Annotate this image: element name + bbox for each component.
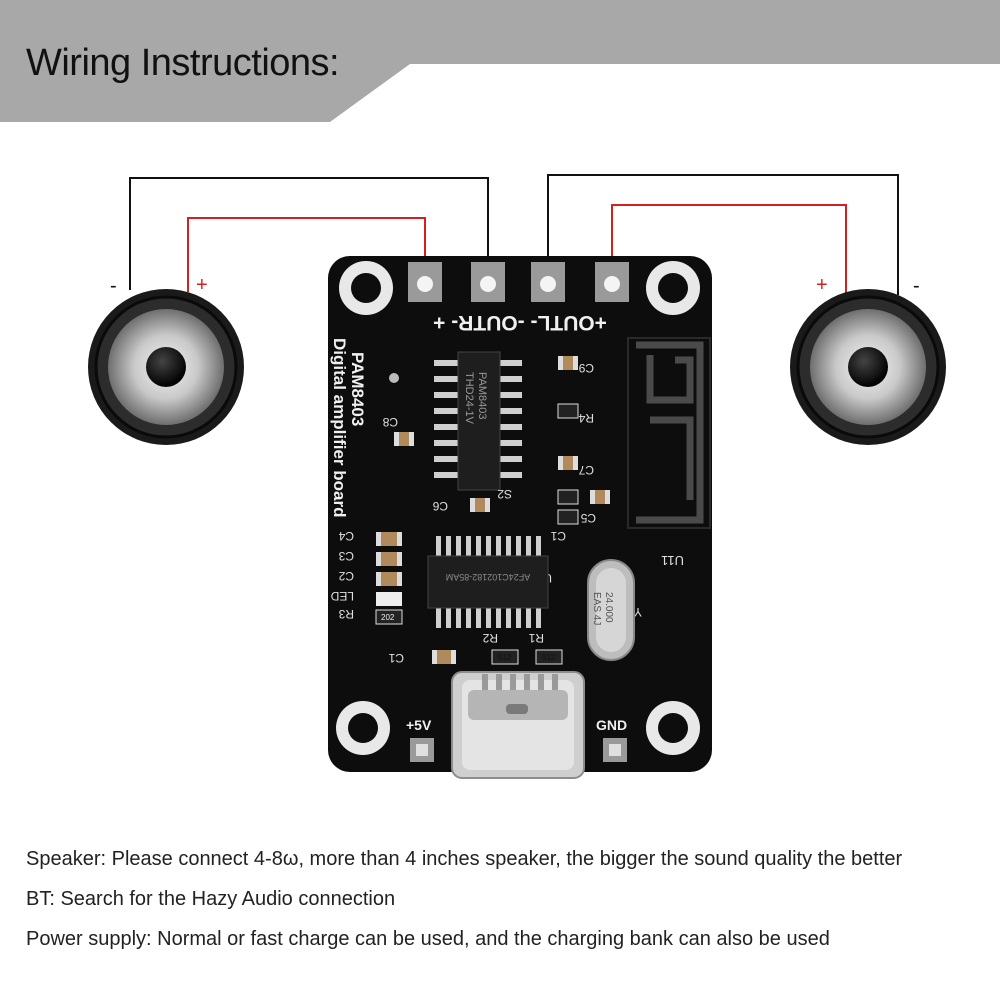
u11-label: U11 <box>661 553 684 568</box>
amplifier-board: +OUTL- -OUTR- + PAM8403 Digital amplifie… <box>328 256 712 779</box>
label-c3: C3 <box>338 549 354 563</box>
chip-text-2: THD24-1V <box>463 372 475 425</box>
bt-chip-text: AF24C102182-85AM <box>446 572 531 582</box>
smd-components <box>375 356 610 665</box>
bluetooth-chip: AF24C102182-85AM <box>427 536 549 628</box>
mounting-hole-bottom-right <box>646 701 700 755</box>
label-c1-lower: C1 <box>388 651 404 665</box>
left-speaker <box>88 289 244 445</box>
label-c2: C2 <box>338 569 354 583</box>
output-pads <box>408 262 629 302</box>
label-c9: C9 <box>578 361 594 375</box>
right-positive-wire <box>611 204 847 295</box>
right-minus-label: - <box>913 275 920 297</box>
label-led: LED <box>330 589 354 603</box>
label-r3: R3 <box>338 607 354 621</box>
label-r2: R2 <box>482 631 498 645</box>
power-gnd-label: GND <box>596 717 627 733</box>
board-dot <box>389 373 399 383</box>
header-band-shape <box>0 0 1000 122</box>
right-negative-wire <box>547 174 899 295</box>
crystal-text-1: 24.000 <box>603 592 614 623</box>
chip-text-1: PAM8403 <box>476 372 488 420</box>
resistor-r1-code: 512 <box>542 653 556 662</box>
board-subtitle-text: Digital amplifier board <box>330 338 349 517</box>
mounting-hole-top-right <box>646 261 700 315</box>
right-plus-label: + <box>816 274 828 296</box>
left-minus-label: - <box>110 275 117 297</box>
mounting-hole-bottom-left <box>336 701 390 755</box>
bluetooth-antenna <box>627 337 711 529</box>
left-positive-wire <box>187 217 426 292</box>
left-negative-wire <box>129 177 489 290</box>
label-c6: C6 <box>432 499 448 513</box>
label-s2: S2 <box>497 487 512 501</box>
label-c1: C1 <box>550 529 566 543</box>
pam8403-chip: PAM8403 THD24-1V <box>434 351 522 491</box>
power-pads <box>410 738 627 762</box>
resistor-r3-code: 202 <box>381 613 395 622</box>
resistor-r2-code: 512 <box>498 653 512 662</box>
note-power-supply: Power supply: Normal or fast charge can … <box>26 928 830 950</box>
output-label: +OUTL- -OUTR- + <box>433 311 607 334</box>
label-c8: C8 <box>382 415 398 429</box>
label-r4: R4 <box>578 411 594 425</box>
label-c5: C5 <box>580 511 596 525</box>
label-c4: C4 <box>338 529 354 543</box>
right-speaker <box>790 289 946 445</box>
crystal-text-2: EAS 4J <box>591 592 602 625</box>
note-speaker: Speaker: Please connect 4-8ω, more than … <box>26 848 903 870</box>
label-c7: C7 <box>578 463 594 477</box>
label-r1: R1 <box>528 631 544 645</box>
power-plus-label: +5V <box>406 717 432 733</box>
left-plus-label: + <box>196 274 208 296</box>
mounting-hole-top-left <box>339 261 393 315</box>
page-title: Wiring Instructions: <box>26 42 340 84</box>
header-band <box>0 0 1000 122</box>
board-model-text: PAM8403 <box>348 352 367 426</box>
note-bluetooth: BT: Search for the Hazy Audio connection <box>26 888 396 910</box>
usb-c-port <box>451 671 585 779</box>
crystal-oscillator: 24.000 EAS 4J <box>587 559 635 661</box>
